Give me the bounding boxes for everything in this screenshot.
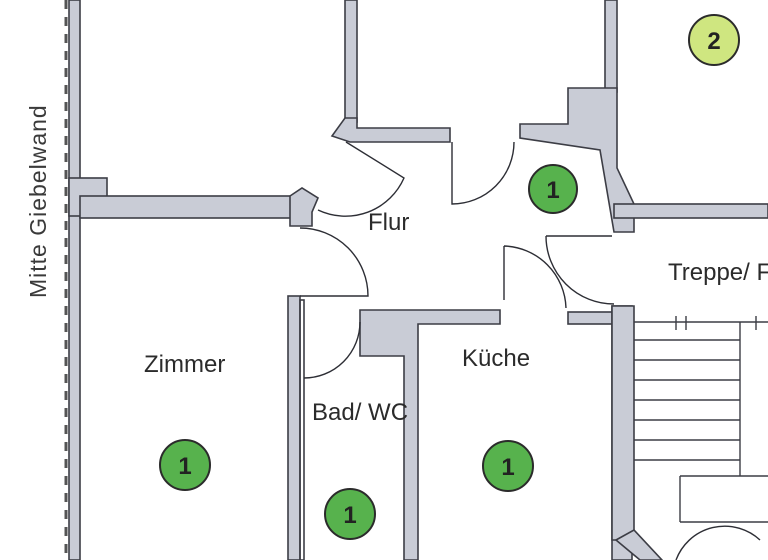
wall-stair-left-fill — [611, 305, 635, 541]
svg-text:1: 1 — [178, 453, 191, 480]
door-zimmer — [299, 227, 369, 297]
badge-bad: 1 — [324, 488, 376, 540]
svg-text:2: 2 — [707, 28, 720, 55]
svg-text:1: 1 — [546, 177, 559, 204]
svg-text:1: 1 — [343, 502, 356, 529]
room-label-zimmer: Zimmer — [144, 351, 225, 378]
wall-upper-mid-left — [344, 0, 358, 123]
staircase — [634, 316, 768, 560]
door-flur-upper-left — [317, 141, 405, 217]
room-label-kueche: Küche — [462, 345, 530, 372]
badge-flur: 1 — [528, 164, 578, 214]
wall-upper-right-block — [519, 87, 635, 233]
wall-zimmer-right — [287, 295, 301, 560]
door-flur-upper — [451, 141, 515, 205]
room-label-bad: Bad/ WC — [312, 399, 408, 426]
wall-kueche-top-right — [567, 311, 617, 325]
door-kueche — [503, 245, 567, 309]
wall-upper-mid-bottom — [330, 117, 451, 143]
wall-upper-right — [604, 0, 618, 93]
badge-top-right: 2 — [688, 14, 740, 66]
door-treppe — [545, 235, 615, 305]
svg-text:1: 1 — [501, 454, 514, 481]
badge-kueche: 1 — [482, 440, 534, 492]
wall-bottom-diagonal — [614, 528, 664, 560]
wall-bad-kueche — [359, 309, 501, 560]
wall-zimmer-right-inner — [299, 299, 305, 560]
door-bad — [303, 321, 361, 379]
wall-horizontal-right — [613, 203, 768, 219]
badge-zimmer: 1 — [159, 439, 211, 491]
gable-wall-label: Mitte Giebelwand — [25, 104, 51, 298]
wall-left — [68, 0, 81, 560]
room-label-treppe: Treppe/ Flur — [668, 259, 768, 286]
wall-door-jamb-left — [289, 187, 320, 227]
room-label-flur: Flur — [368, 209, 409, 236]
wall-horizontal-upper — [79, 195, 303, 219]
